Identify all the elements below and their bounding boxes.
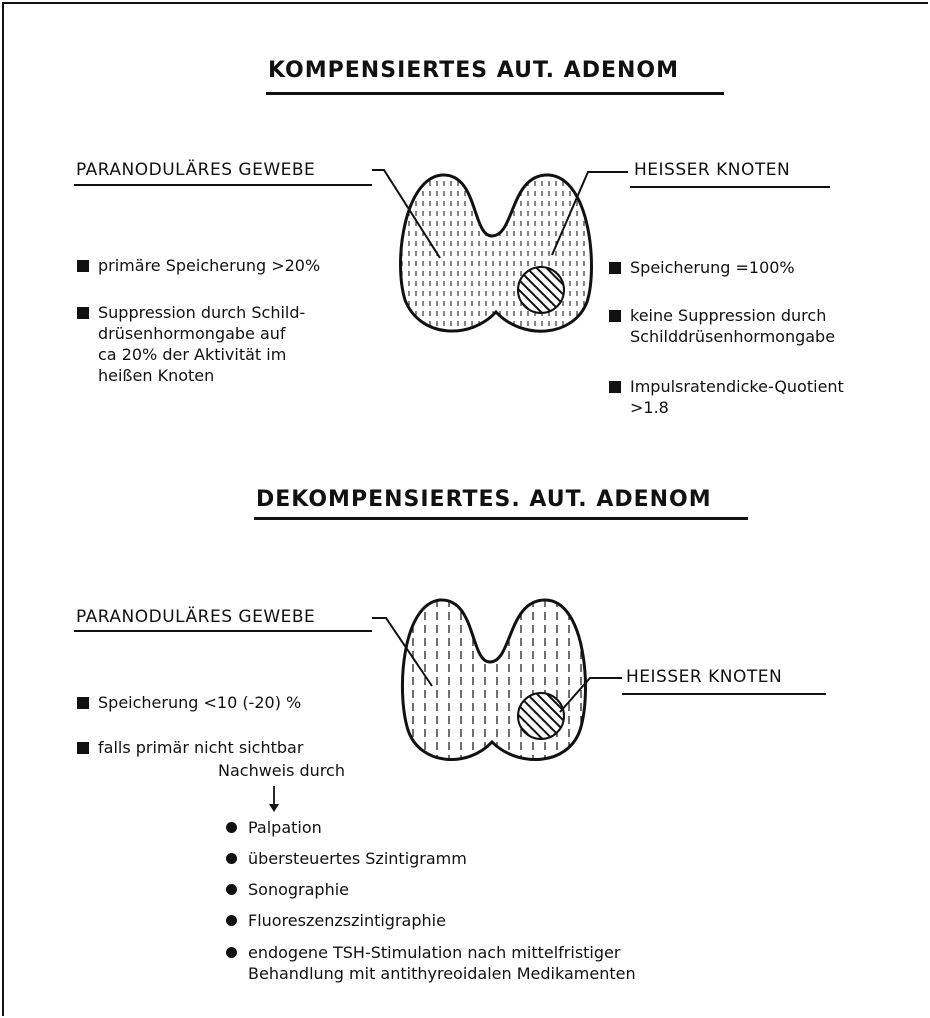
top-thyroid-gland [401, 175, 592, 331]
bottom-hot-nodule [518, 693, 564, 739]
bottom-thyroid-gland [402, 600, 585, 760]
nachweis-arrow-head [269, 804, 279, 812]
top-hot-nodule [518, 267, 564, 313]
